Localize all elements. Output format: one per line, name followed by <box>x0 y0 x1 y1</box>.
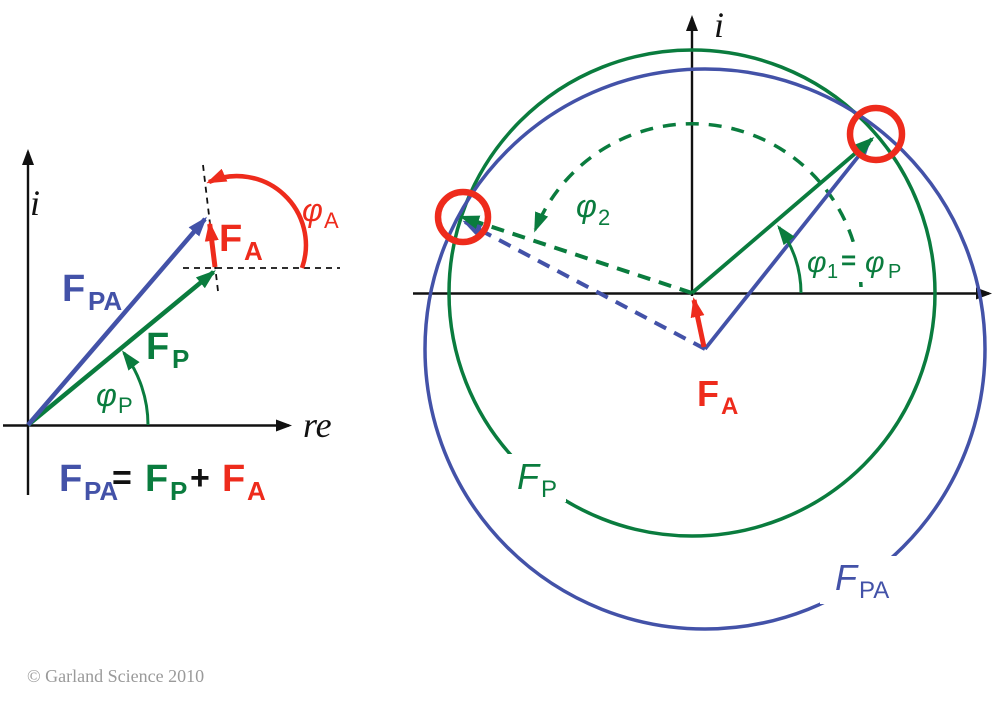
phi-p-label-sub: P <box>118 393 133 418</box>
fpa-label-sub: PA <box>88 286 122 316</box>
equation-fa-sub: A <box>247 476 266 506</box>
phi-a-label: φ A <box>302 192 339 233</box>
fpa-solution1-vector <box>703 140 871 351</box>
phi1-equals-sign: = <box>841 245 856 275</box>
phi-a-arc <box>206 168 309 269</box>
fp-vector-label: F P <box>146 326 189 374</box>
phi1-label-gap <box>803 242 915 282</box>
phi-a-label-sub: A <box>324 208 339 233</box>
phip-label-main-right: φ <box>865 246 885 279</box>
imaginary-axis-label-right: i <box>714 5 724 45</box>
fp-circle-label-gap <box>502 454 566 502</box>
equation-fp-main: F <box>145 458 168 500</box>
intersection-marker-left <box>434 188 492 246</box>
phi1-equals-phip-label: φ 1 = φ P <box>807 245 901 283</box>
fpa-vector <box>26 216 207 427</box>
fa-vector <box>204 221 219 268</box>
fp-label-main: F <box>146 326 169 368</box>
fa-vector-label: F A <box>219 218 263 266</box>
phi1-label-main: φ <box>807 246 827 279</box>
fpa-circle-label-sub: PA <box>859 577 889 604</box>
fp-circle-label-main: F <box>517 456 541 497</box>
fa-label-right-sub: A <box>721 393 738 420</box>
fpa-amplitude-circle <box>423 67 987 631</box>
fp-amplitude-circle <box>447 48 937 538</box>
fpa-circle-label: F PA <box>835 557 889 604</box>
copyright-text: © Garland Science 2010 <box>27 666 204 686</box>
fa-label-sub: A <box>244 236 263 266</box>
fpa-vector-label: F PA <box>62 268 122 316</box>
equation-fpa-main: F <box>59 458 82 500</box>
vector-sum-equation: F PA = F P + F A <box>59 458 266 506</box>
phi2-dashed-arc <box>533 122 863 288</box>
fp-circle-label: F P <box>517 456 557 503</box>
fpa-circle-label-main: F <box>835 557 859 598</box>
phi1-arc <box>777 225 803 294</box>
phip-label-sub-right: P <box>888 261 901 283</box>
phi-p-arc <box>121 350 150 426</box>
phi-p-label: φ P <box>96 377 133 418</box>
argand-diagram-panel: i re F PA F P F A φ P φ A F PA = F P + <box>3 149 340 506</box>
fpa-solution2-vector-dashed <box>462 220 706 351</box>
harker-diagram-panel: i φ 2 φ 1 = φ P F A F P F PA <box>413 5 992 631</box>
equation-equals-sign: = <box>112 459 132 497</box>
phi2-label-sub: 2 <box>598 205 610 230</box>
equation-plus-sign: + <box>190 459 210 497</box>
fp-solution2-vector-dashed <box>459 215 693 295</box>
phi-p-label-main: φ <box>96 377 117 413</box>
fa-offset-vector <box>690 297 707 348</box>
phi1-label-sub: 1 <box>827 261 838 283</box>
fa-label-right: F A <box>697 373 738 420</box>
imaginary-axis-label: i <box>30 183 40 223</box>
fp-solution1-vector <box>690 137 875 295</box>
equation-fpa-sub: PA <box>84 476 118 506</box>
fp-circle-label-sub: P <box>541 476 557 503</box>
phi-a-label-main: φ <box>302 192 323 228</box>
fpa-label-main: F <box>62 268 85 310</box>
fa-label-main: F <box>219 218 242 260</box>
equation-fa-main: F <box>222 458 245 500</box>
fa-label-right-main: F <box>697 373 719 414</box>
equation-fp-sub: P <box>170 476 187 506</box>
intersection-marker-right <box>846 104 906 164</box>
real-axis-label: re <box>303 405 332 445</box>
phi2-label: φ 2 <box>576 188 610 230</box>
phi2-label-main: φ <box>576 188 597 224</box>
fpa-circle-label-gap <box>820 556 902 604</box>
fp-label-sub: P <box>172 344 189 374</box>
fp-vector <box>26 270 216 427</box>
